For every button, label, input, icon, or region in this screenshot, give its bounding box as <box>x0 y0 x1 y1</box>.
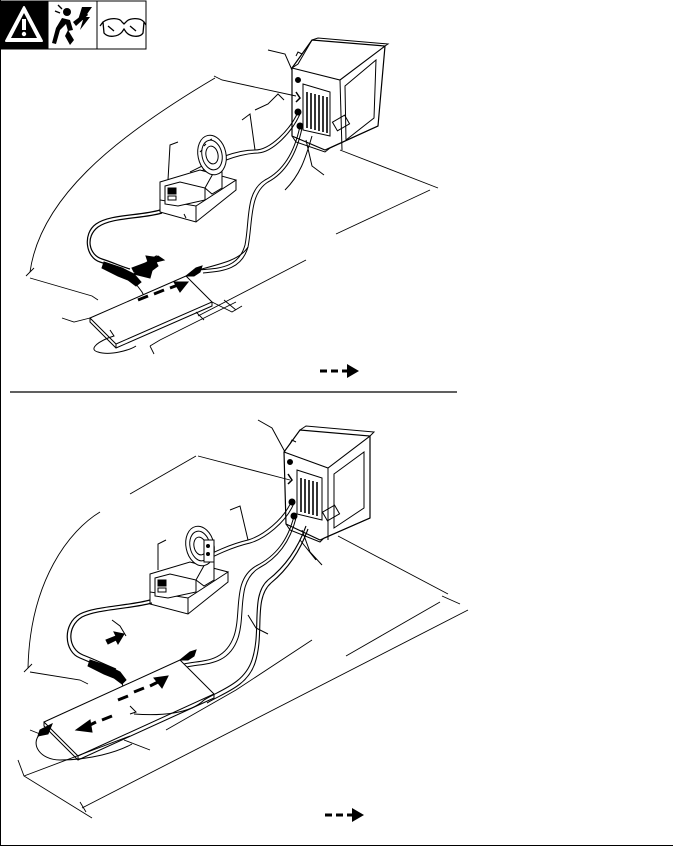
dashed-arrow-right-icon <box>320 364 359 378</box>
travel-direction-arrow <box>106 632 124 644</box>
workpiece <box>36 650 214 760</box>
electric-shock-hazard-icon <box>52 4 92 45</box>
welding-power-source <box>258 420 374 542</box>
welding-power-source <box>268 38 388 152</box>
travel-direction-arrow <box>132 256 160 272</box>
figure-1 <box>26 38 438 378</box>
safety-glasses-icon <box>99 17 147 37</box>
wire-feeder <box>150 524 228 614</box>
wire-feeder <box>160 133 236 222</box>
dimension-lines <box>26 76 438 354</box>
dimension-lines <box>18 456 468 818</box>
front-grille <box>301 478 317 516</box>
safety-alert-triangle-icon <box>1 1 48 49</box>
front-grille <box>307 92 327 133</box>
dashed-arrow-right-icon <box>325 808 364 822</box>
figure-2 <box>18 420 468 822</box>
hazard-icon-strip <box>0 0 147 50</box>
